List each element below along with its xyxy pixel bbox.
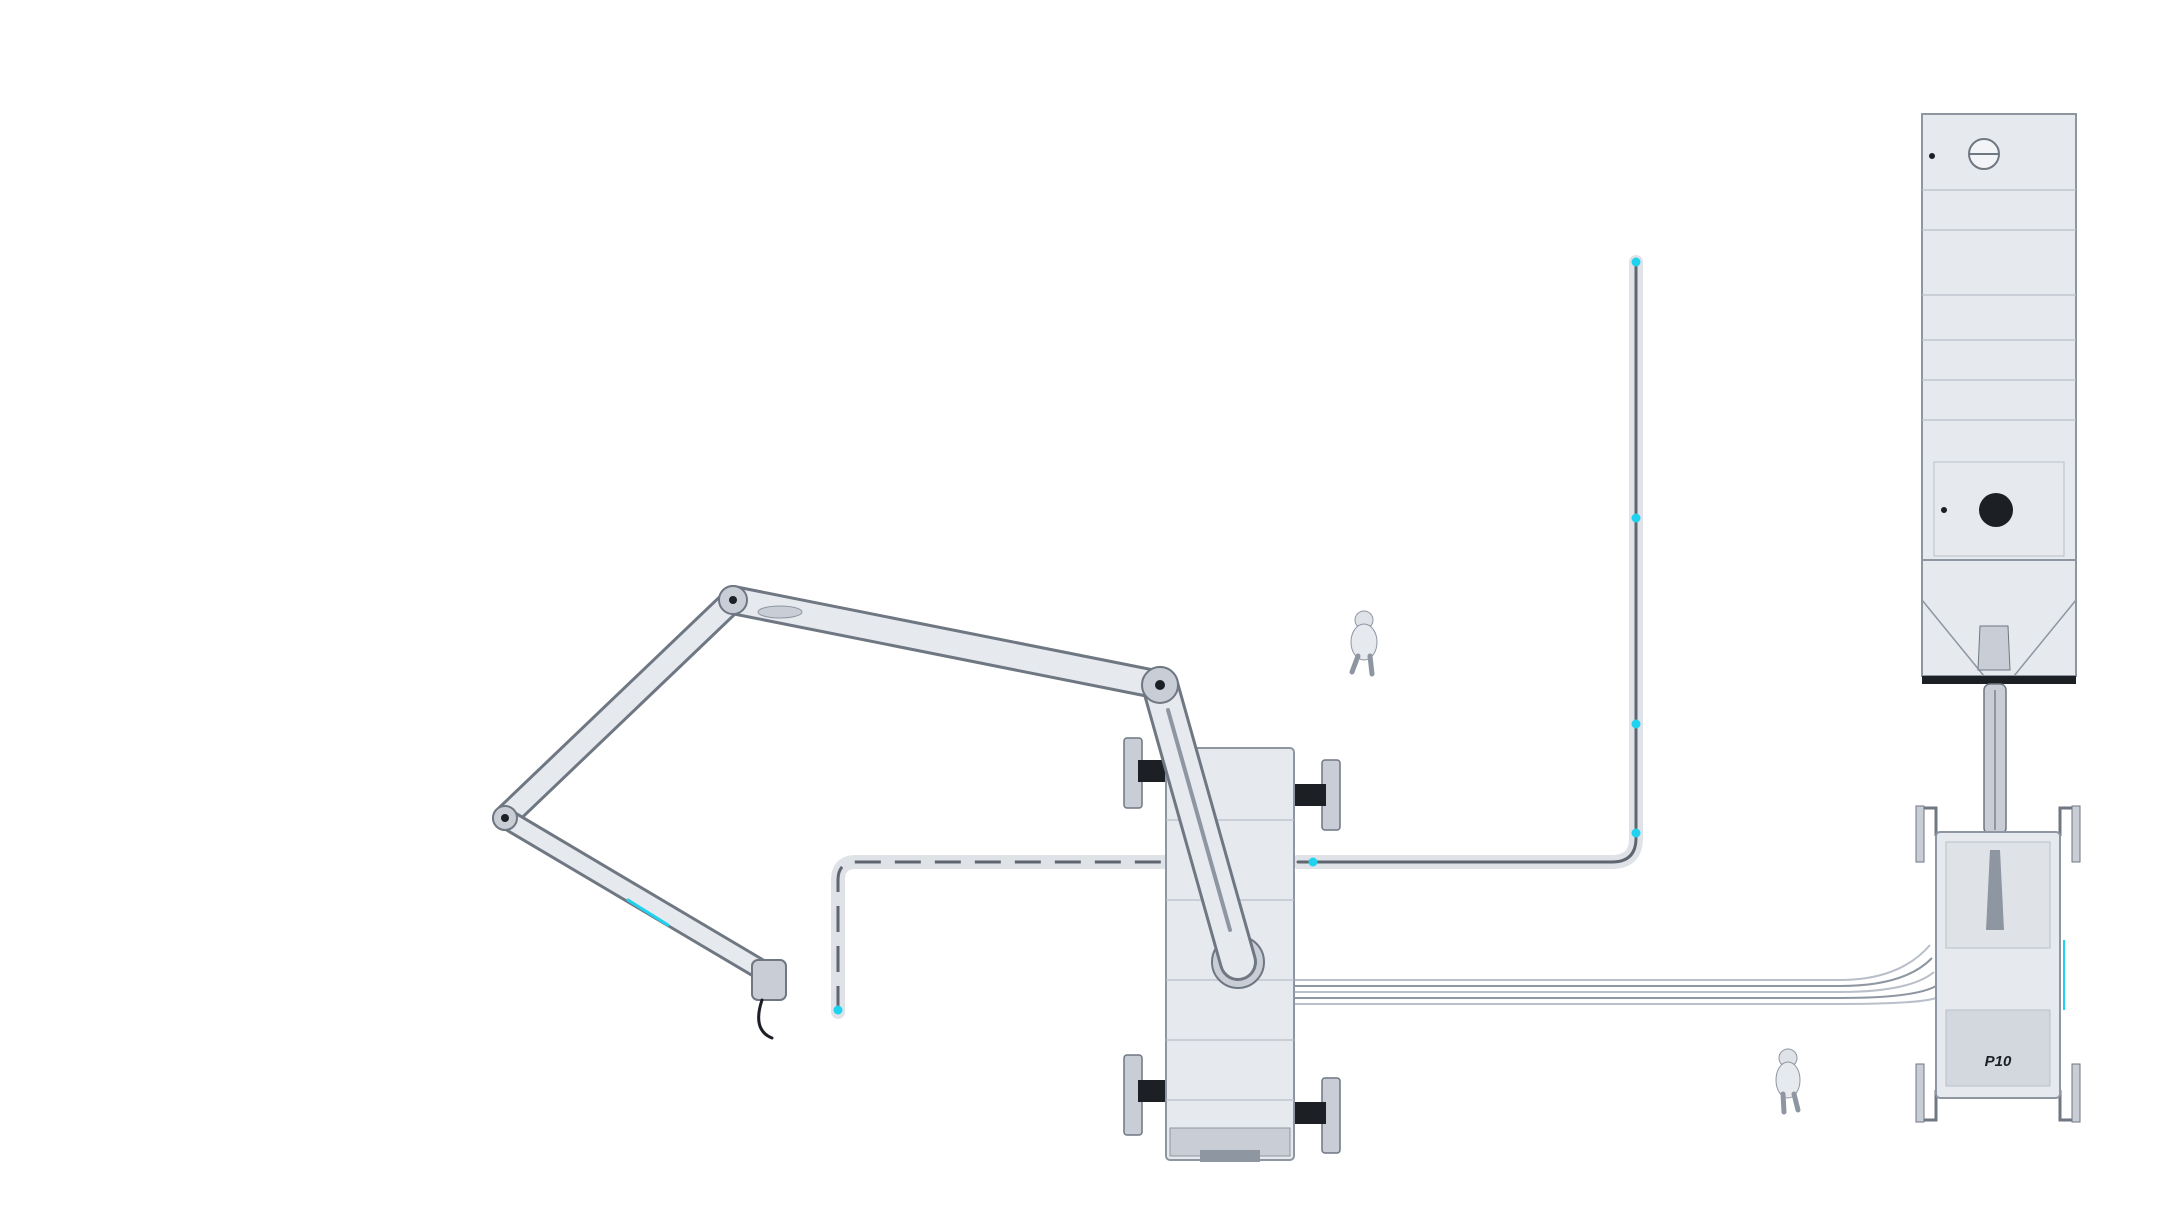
pipeline-vertical <box>1291 255 1643 869</box>
pipe-node <box>1631 828 1641 838</box>
material-silo <box>1921 113 2077 684</box>
pipeline-nodes <box>833 257 1641 1015</box>
boom-tip-nozzle <box>751 959 787 1040</box>
concrete-boom-arm <box>492 585 1257 1040</box>
pump-model-badge: P10 <box>1985 1053 2012 1070</box>
feed-pipe <box>1983 683 2007 835</box>
pipeline-left-hook <box>831 855 1179 1019</box>
silo-outlet <box>1979 493 2013 527</box>
pump-unit-p10: P10 <box>1915 805 2081 1123</box>
pipe-node <box>1631 513 1641 523</box>
hose-bundle <box>1285 944 1937 1005</box>
pipe-node <box>1631 719 1641 729</box>
worker-figure-icon <box>1775 1048 1801 1115</box>
pipe-node <box>1631 257 1641 267</box>
worker-figure-icon <box>1349 610 1378 677</box>
pipe-node <box>1308 857 1318 867</box>
pipe-node <box>833 1005 843 1015</box>
